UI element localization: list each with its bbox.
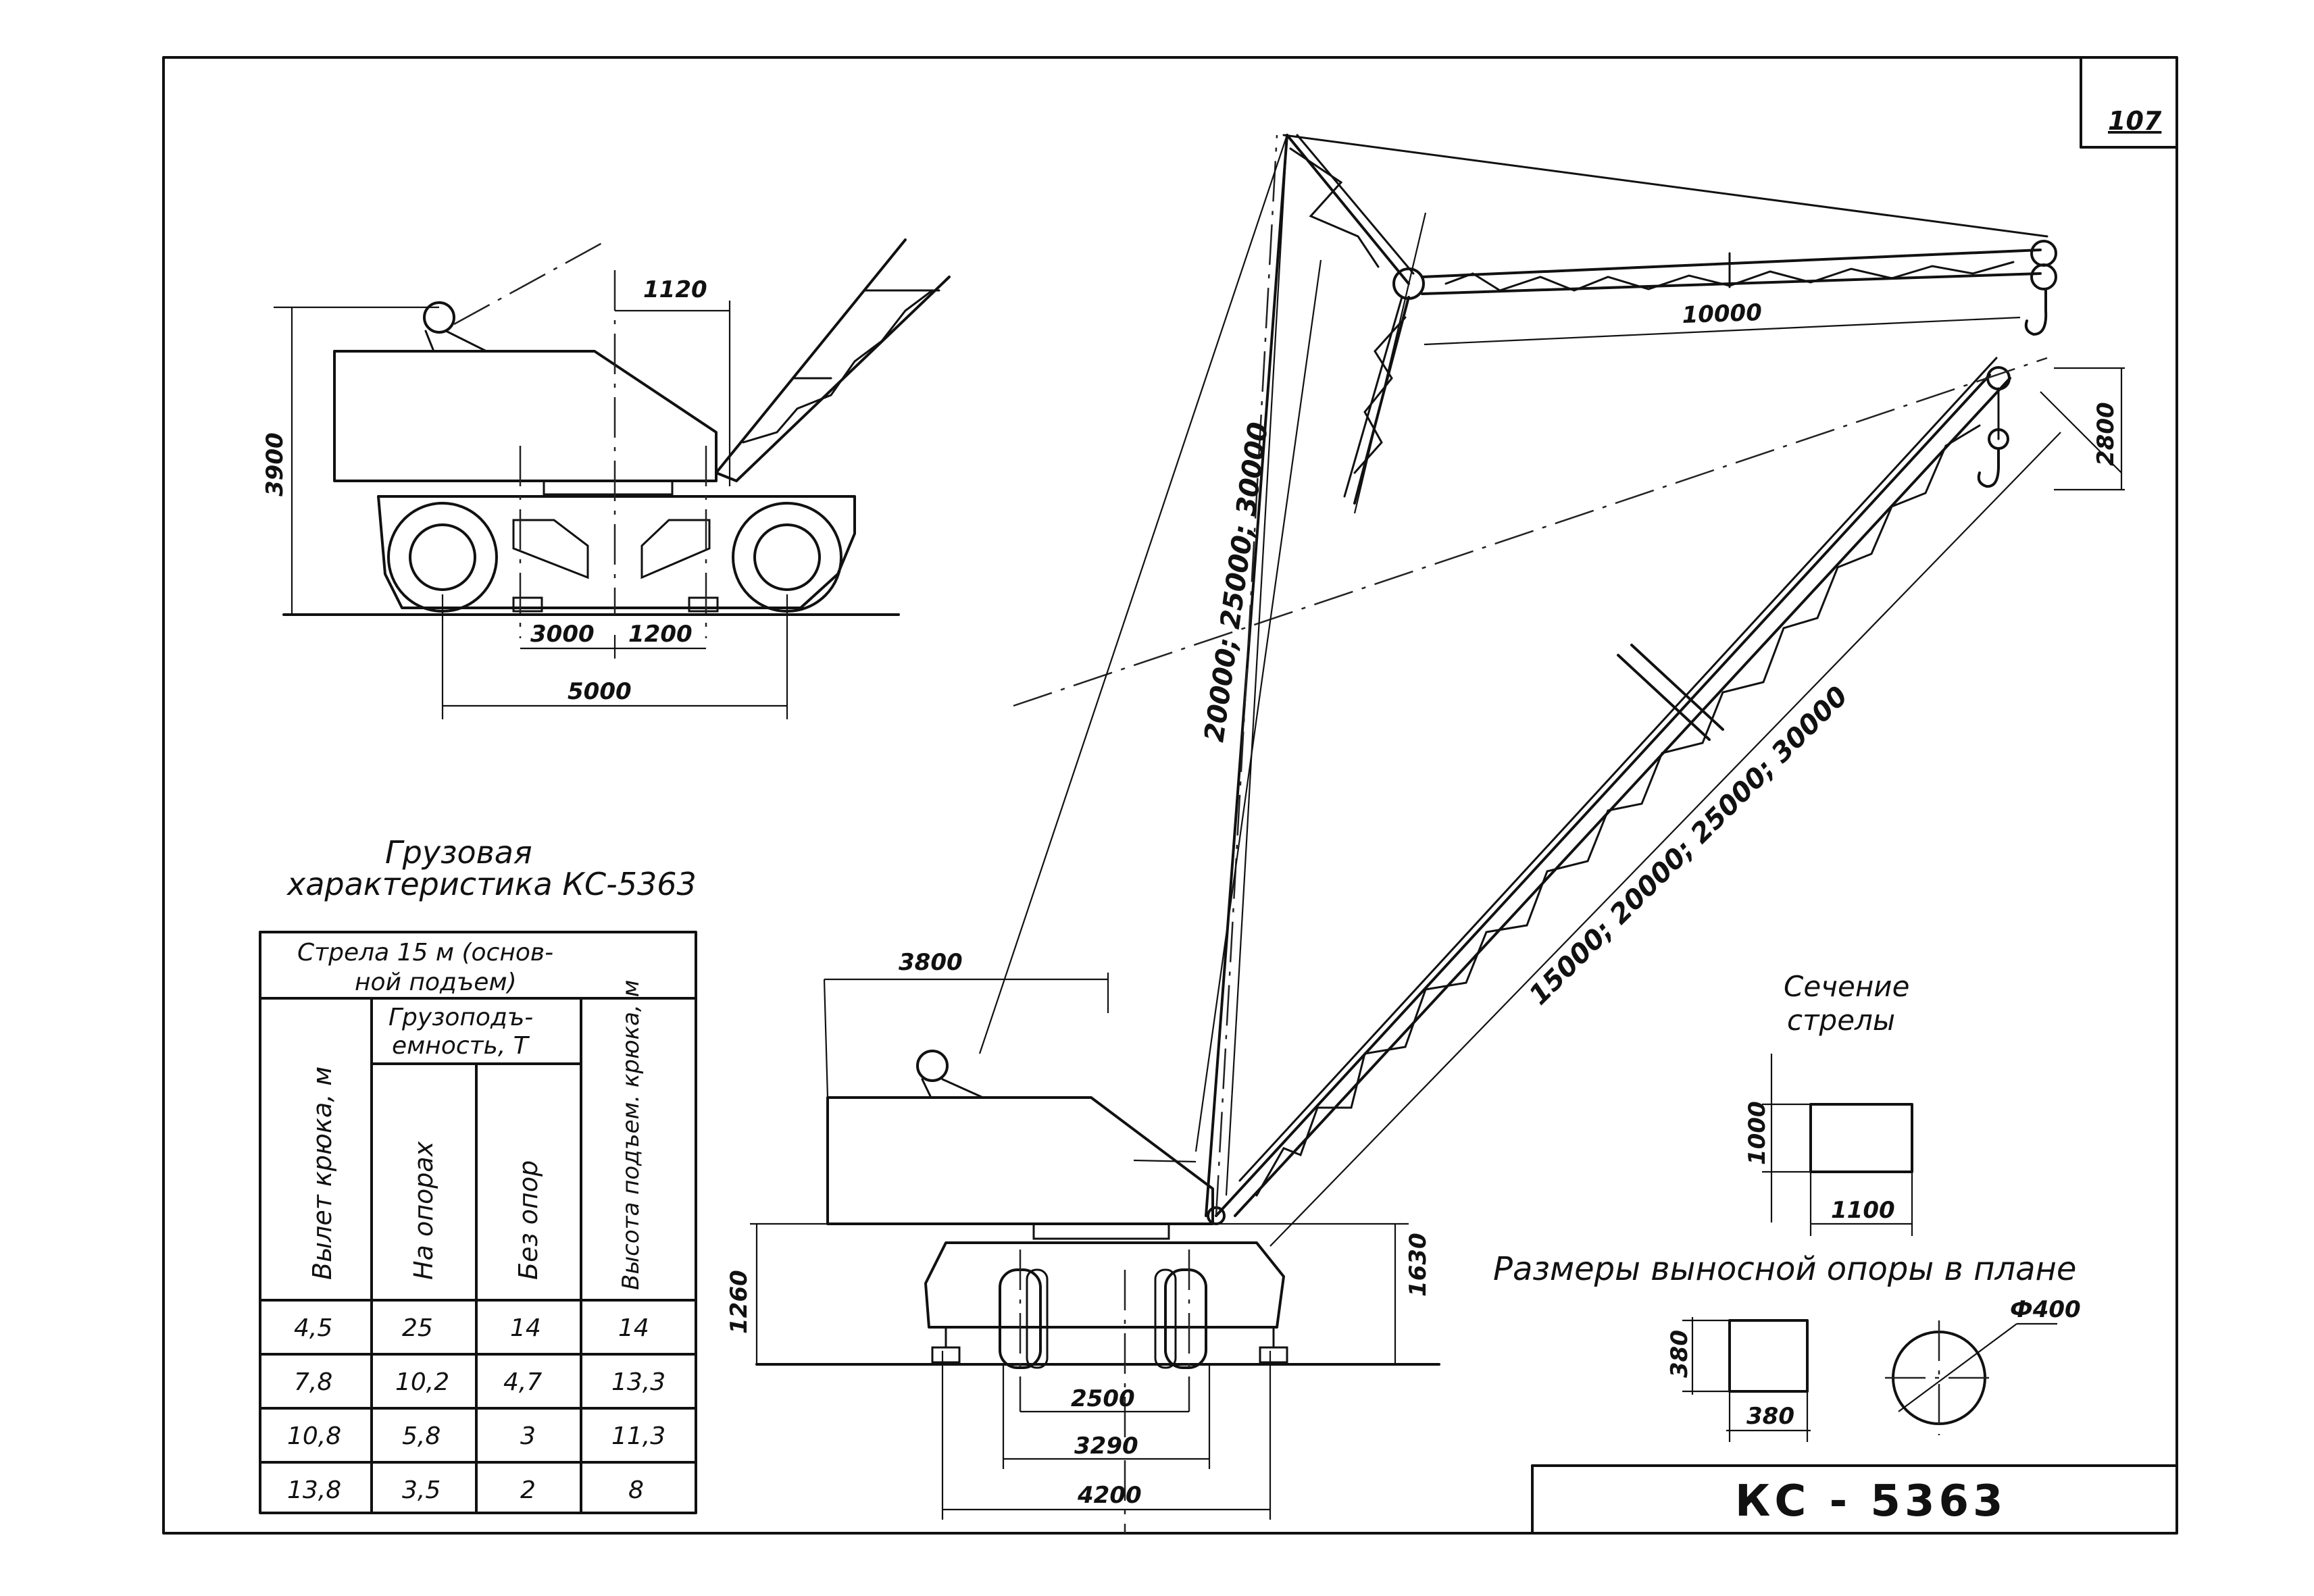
sheet-frame (162, 56, 2178, 1535)
boom-section-width: 1100 (1831, 1197, 1895, 1224)
dim-3800: 3800 (899, 949, 963, 976)
table-cell: 25 (402, 1314, 433, 1342)
dim-3000: 3000 (530, 621, 595, 648)
table-cell: 11,3 (611, 1422, 665, 1450)
front-view-crane (750, 1050, 1440, 1533)
table-col-reach: Вылет крюка, м (307, 1066, 337, 1280)
boom-section-label-line1: Сечение (1784, 970, 1909, 1003)
dim-5000: 5000 (568, 678, 632, 705)
dim-1120: 1120 (643, 276, 707, 303)
outrigger-label: Размеры выносной опоры в плане (1493, 1250, 2076, 1288)
dim-3900: 3900 (261, 432, 288, 496)
table-boom-header-line2: ной подъем) (355, 969, 517, 996)
upper-boom-with-jib (978, 134, 2057, 1217)
outrigger-square-pad (1682, 1317, 1811, 1442)
dim-3290: 3290 (1074, 1433, 1138, 1460)
load-chart-heading-line1: Грузовая (385, 834, 532, 871)
dim-4200: 4200 (1077, 1482, 1142, 1509)
outrigger-square-side-a: 380 (1666, 1330, 1693, 1378)
table-cell: 3,5 (402, 1476, 441, 1504)
table-cell: 14 (618, 1314, 649, 1342)
dim-1630: 1630 (1405, 1233, 1432, 1297)
dim-2500: 2500 (1071, 1385, 1135, 1412)
dim-1200: 1200 (628, 621, 693, 648)
table-cell: 4,5 (294, 1314, 332, 1342)
table-cell: 10,8 (287, 1422, 341, 1450)
dim-boom-lengths-a: 20000; 25000; 30000 (1199, 420, 1274, 744)
sheet-number: 107 (2108, 106, 2162, 136)
table-boom-header-line1: Стрела 15 м (основ- (297, 939, 553, 967)
dim-2800: 2800 (2092, 402, 2119, 466)
dim-10000: 10000 (1682, 299, 1763, 329)
side-view-crane (282, 238, 951, 638)
table-col-on-supports: На опорах (409, 1141, 438, 1280)
table-cell: 2 (520, 1476, 536, 1504)
outrigger-round-pad (1885, 1320, 2057, 1435)
side-view-dimensions (274, 301, 788, 719)
table-col-hook-height: Высота подъем. крюка, м (618, 980, 645, 1290)
table-cell: 4,7 (503, 1368, 542, 1396)
main-boom-lattice (1013, 357, 2048, 1217)
load-chart-heading-line2: характеристика КС-5363 (286, 866, 697, 902)
boom-section-height: 1000 (1744, 1101, 1771, 1165)
outrigger-square-side-b: 380 (1746, 1403, 1794, 1430)
table-col-no-supports: Без опор (513, 1160, 543, 1280)
table-cell: 10,2 (395, 1368, 449, 1396)
load-chart-rows: 4,5 25 14 14 7,8 10,2 4,7 13,3 10,8 5,8 … (287, 1314, 665, 1504)
outrigger-diameter: Ф400 (2010, 1296, 2081, 1323)
boom-section-label-line2: стрелы (1787, 1004, 1895, 1037)
table-capacity-header-line1: Грузоподъ- (388, 1004, 533, 1031)
front-view-dimensions (755, 259, 2125, 1520)
table-cell: 7,8 (294, 1368, 332, 1396)
drawing-title: КС - 5363 (1735, 1476, 2007, 1526)
table-cell: 5,8 (402, 1422, 441, 1450)
table-cell: 14 (510, 1314, 541, 1342)
load-chart-table-grid (259, 931, 697, 1514)
table-capacity-header-line2: емность, Т (392, 1032, 530, 1060)
dim-boom-lengths-b: 15000; 20000; 25000; 30000 (1524, 680, 1855, 1011)
table-cell: 3 (520, 1422, 536, 1450)
table-cell: 8 (628, 1476, 644, 1504)
table-cell: 13,3 (611, 1368, 665, 1396)
boom-section-drawing (1762, 1054, 1913, 1236)
dim-1260: 1260 (726, 1270, 753, 1334)
table-cell: 13,8 (287, 1476, 341, 1504)
